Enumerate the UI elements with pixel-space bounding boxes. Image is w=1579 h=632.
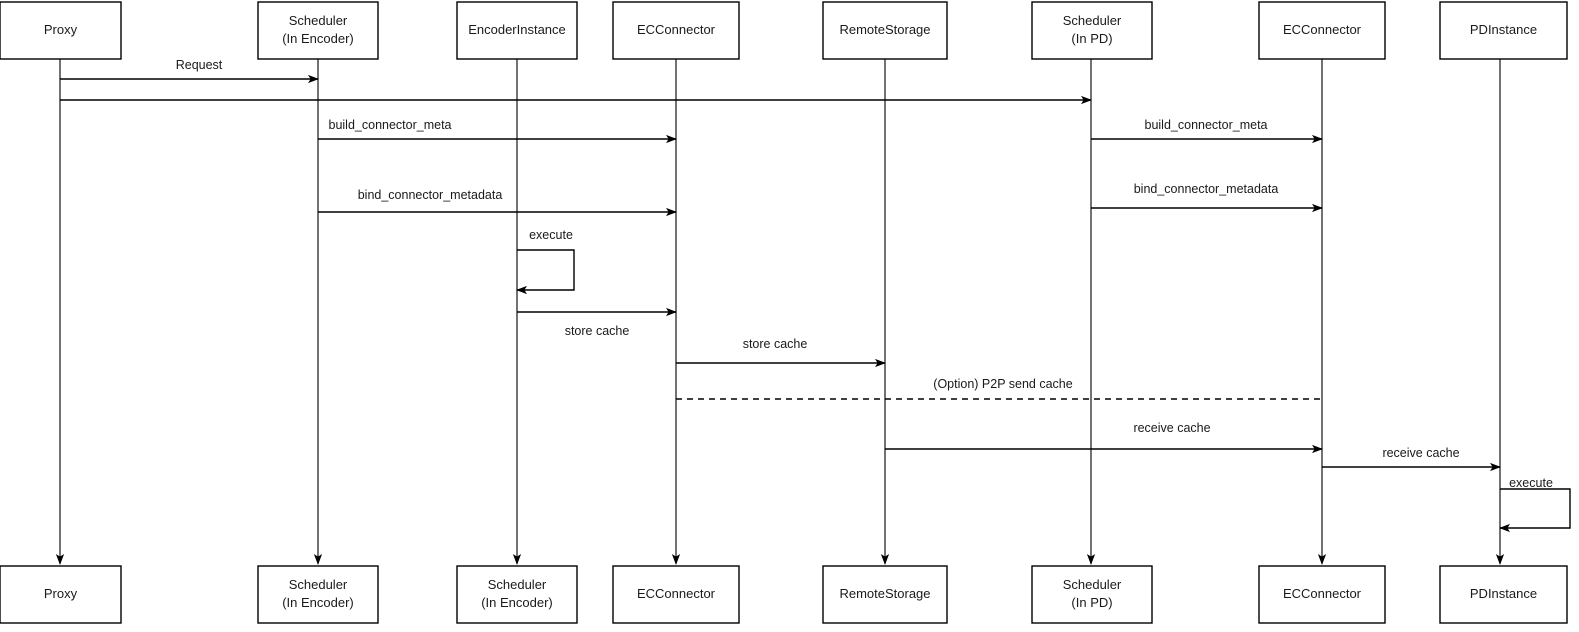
participant-footer-pd_inst[interactable]: PDInstance bbox=[1439, 565, 1568, 624]
participant-header-label: Proxy bbox=[44, 22, 78, 37]
participant-footer-sched_pd[interactable]: Scheduler (In PD) bbox=[1031, 565, 1153, 624]
participant-footer-label-line2: (In PD) bbox=[1071, 595, 1112, 610]
participant-header-sched_pd[interactable]: Scheduler (In PD) bbox=[1031, 1, 1153, 60]
participant-header-label-line2: (In PD) bbox=[1071, 31, 1112, 46]
participant-footer-label: Proxy bbox=[44, 586, 78, 601]
message-label: build_connector_meta bbox=[1145, 118, 1268, 132]
lifelines-layer bbox=[55, 59, 1505, 565]
message-m11[interactable]: receive cache bbox=[1322, 446, 1501, 472]
message-label: bind_connector_metadata bbox=[1134, 182, 1279, 196]
participant-footer-box[interactable] bbox=[612, 565, 740, 624]
participant-header-label-line2: (In Encoder) bbox=[282, 31, 354, 46]
message-label: (Option) P2P send cache bbox=[933, 377, 1072, 391]
message-m6[interactable]: bind_connector_metadata bbox=[1091, 182, 1323, 213]
participant-footer-remote[interactable]: RemoteStorage bbox=[822, 565, 948, 624]
message-label: Request bbox=[176, 58, 223, 72]
self-message-path[interactable] bbox=[516, 249, 575, 295]
participant-footer-label: ECConnector bbox=[637, 586, 716, 601]
participant-header-label-line1: Scheduler bbox=[1063, 13, 1122, 28]
message-m8[interactable]: store cache bbox=[676, 337, 886, 368]
participant-footer-label-line2: (In Encoder) bbox=[481, 595, 553, 610]
participant-footer-label: RemoteStorage bbox=[839, 586, 930, 601]
participant-header-encoder_inst[interactable]: EncoderInstance bbox=[456, 1, 578, 60]
participant-header-label: EncoderInstance bbox=[468, 22, 566, 37]
participant-footer-label-line2: (In Encoder) bbox=[282, 595, 354, 610]
message-label: store cache bbox=[565, 324, 630, 338]
message-m9[interactable]: (Option) P2P send cache bbox=[676, 377, 1322, 400]
self-message-s1[interactable]: execute bbox=[516, 228, 575, 295]
participant-header-box[interactable] bbox=[822, 1, 948, 60]
participant-footer-ecconn_pd[interactable]: ECConnector bbox=[1258, 565, 1386, 624]
message-m3[interactable]: build_connector_meta bbox=[318, 118, 677, 144]
message-m10[interactable]: receive cache bbox=[885, 421, 1323, 454]
participant-footer-box[interactable] bbox=[456, 565, 578, 624]
participant-header-label: PDInstance bbox=[1470, 22, 1537, 37]
participant-header-box[interactable] bbox=[1439, 1, 1568, 60]
participant-footer-label-line1: Scheduler bbox=[289, 577, 348, 592]
participant-footer-box[interactable] bbox=[0, 565, 122, 624]
participant-footer-label-line1: Scheduler bbox=[488, 577, 547, 592]
message-label: store cache bbox=[743, 337, 808, 351]
participant-header-sched_enc[interactable]: Scheduler (In Encoder) bbox=[257, 1, 379, 60]
participant-header-box[interactable] bbox=[0, 1, 122, 60]
participant-footer-box[interactable] bbox=[1031, 565, 1153, 624]
participant-header-box[interactable] bbox=[612, 1, 740, 60]
message-m5[interactable]: bind_connector_metadata bbox=[318, 188, 677, 217]
message-m1[interactable]: Request bbox=[60, 58, 319, 84]
participant-footer-proxy[interactable]: Proxy bbox=[0, 565, 122, 624]
participant-header-label-line1: Scheduler bbox=[289, 13, 348, 28]
participant-header-ecconn_enc[interactable]: ECConnector bbox=[612, 1, 740, 60]
participant-footer-label: ECConnector bbox=[1283, 586, 1362, 601]
message-label: receive cache bbox=[1133, 421, 1210, 435]
self-message-path[interactable] bbox=[1499, 488, 1571, 533]
message-label: receive cache bbox=[1382, 446, 1459, 460]
participant-footer-encoder_inst[interactable]: Scheduler (In Encoder) bbox=[456, 565, 578, 624]
participant-footer-box[interactable] bbox=[257, 565, 379, 624]
message-m4[interactable]: build_connector_meta bbox=[1091, 118, 1323, 144]
participant-header-box[interactable] bbox=[1258, 1, 1386, 60]
participant-header-pd_inst[interactable]: PDInstance bbox=[1439, 1, 1568, 60]
participant-header-label: ECConnector bbox=[1283, 22, 1362, 37]
participant-header-label: RemoteStorage bbox=[839, 22, 930, 37]
message-label: build_connector_meta bbox=[329, 118, 452, 132]
participant-footer-ecconn_enc[interactable]: ECConnector bbox=[612, 565, 740, 624]
participant-footer-box[interactable] bbox=[822, 565, 948, 624]
self-message-label: execute bbox=[1509, 476, 1553, 490]
self-message-s2[interactable]: execute bbox=[1499, 476, 1571, 533]
self-messages-layer: execute execute bbox=[516, 228, 1571, 533]
participant-footer-label-line1: Scheduler bbox=[1063, 577, 1122, 592]
message-label: bind_connector_metadata bbox=[358, 188, 503, 202]
participant-header-proxy[interactable]: Proxy bbox=[0, 1, 122, 60]
participant-header-ecconn_pd[interactable]: ECConnector bbox=[1258, 1, 1386, 60]
participant-footers: Proxy Scheduler (In Encoder) Scheduler (In E… bbox=[0, 565, 1568, 624]
participant-footer-label: PDInstance bbox=[1470, 586, 1537, 601]
participant-header-box[interactable] bbox=[456, 1, 578, 60]
participant-header-remote[interactable]: RemoteStorage bbox=[822, 1, 948, 60]
participant-headers: Proxy Scheduler (In Encoder) EncoderInstanc… bbox=[0, 1, 1568, 60]
participant-header-box[interactable] bbox=[257, 1, 379, 60]
participant-header-label: ECConnector bbox=[637, 22, 716, 37]
participant-footer-sched_enc[interactable]: Scheduler (In Encoder) bbox=[257, 565, 379, 624]
participant-footer-box[interactable] bbox=[1258, 565, 1386, 624]
messages-layer: Request build_connector_meta build_connect… bbox=[60, 58, 1501, 472]
participant-header-box[interactable] bbox=[1031, 1, 1153, 60]
message-m7[interactable]: store cache bbox=[517, 307, 677, 338]
participant-footer-box[interactable] bbox=[1439, 565, 1568, 624]
self-message-label: execute bbox=[529, 228, 573, 242]
